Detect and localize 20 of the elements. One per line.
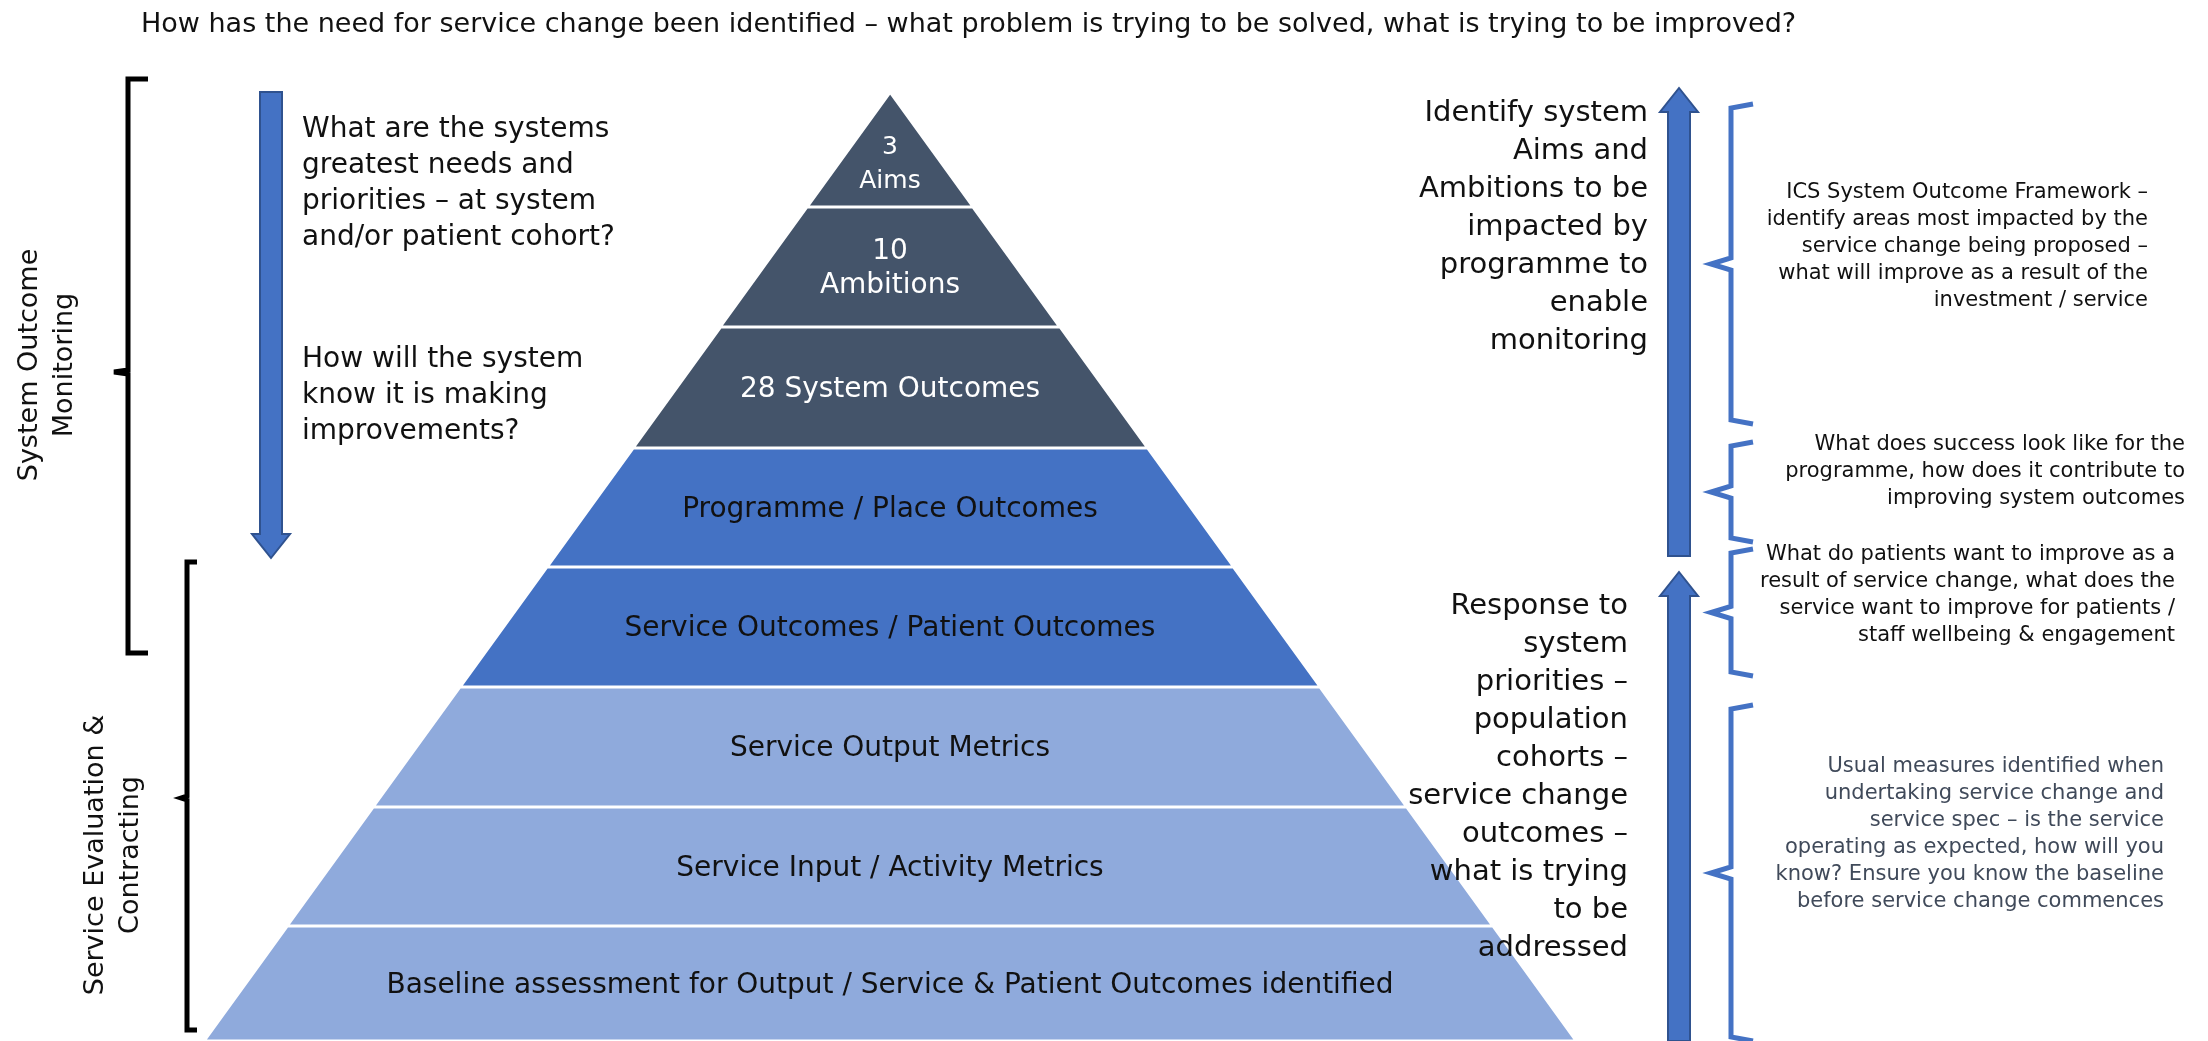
bracket-label: Service Evaluation & Contracting (77, 713, 145, 998)
side-note: What does success look like for the programme, how does it contribute to improving system outcomes (1784, 430, 2185, 511)
side-note: ICS System Outcome Framework – identify areas most impacted by the service change being proposed – what will improve as a result of the investment / service (1765, 178, 2148, 313)
question-text: How will the system know it is making improvements? (302, 340, 585, 448)
side-note: Usual measures identified when undertaking service change and service spec – is the service operating as expected, how will you know? Ensure you know the baseline before service change commences (1774, 752, 2164, 914)
question-heading: How has the need for service change been identified – what problem is trying to be solved, what is trying to be improved? (141, 6, 1798, 39)
side-note: Identify system Aims and Ambitions to be impacted by programme to enable monitoring (1418, 93, 1648, 358)
question-text: What are the systems greatest needs and priorities – at system and/or patient cohort? (302, 110, 616, 254)
tier-label: Baseline assessment for Output / Service & Patient Outcomes identified (385, 966, 1395, 1001)
tier-label: Service Input / Activity Metrics (675, 849, 1105, 884)
pyramid-tier (373, 687, 1407, 807)
tier-label: Programme / Place Outcomes (681, 490, 1099, 525)
tier-label: 28 System Outcomes (738, 370, 1042, 405)
tier-label: Service Output Metrics (728, 730, 1052, 764)
tier-label: Service Outcomes / Patient Outcomes (623, 610, 1157, 644)
side-note: Response to system priorities – population cohorts – service change outcomes – what is trying to be addressed (1407, 586, 1628, 965)
tier-label: 3 Aims (858, 130, 922, 197)
bracket-label: System Outcome Monitoring (11, 247, 79, 484)
tier-label: 10 Ambitions (818, 233, 962, 301)
side-note: What do patients want to improve as a result of service change, what does the service want to improve for patients / staff wellbeing & engagement (1759, 540, 2175, 648)
